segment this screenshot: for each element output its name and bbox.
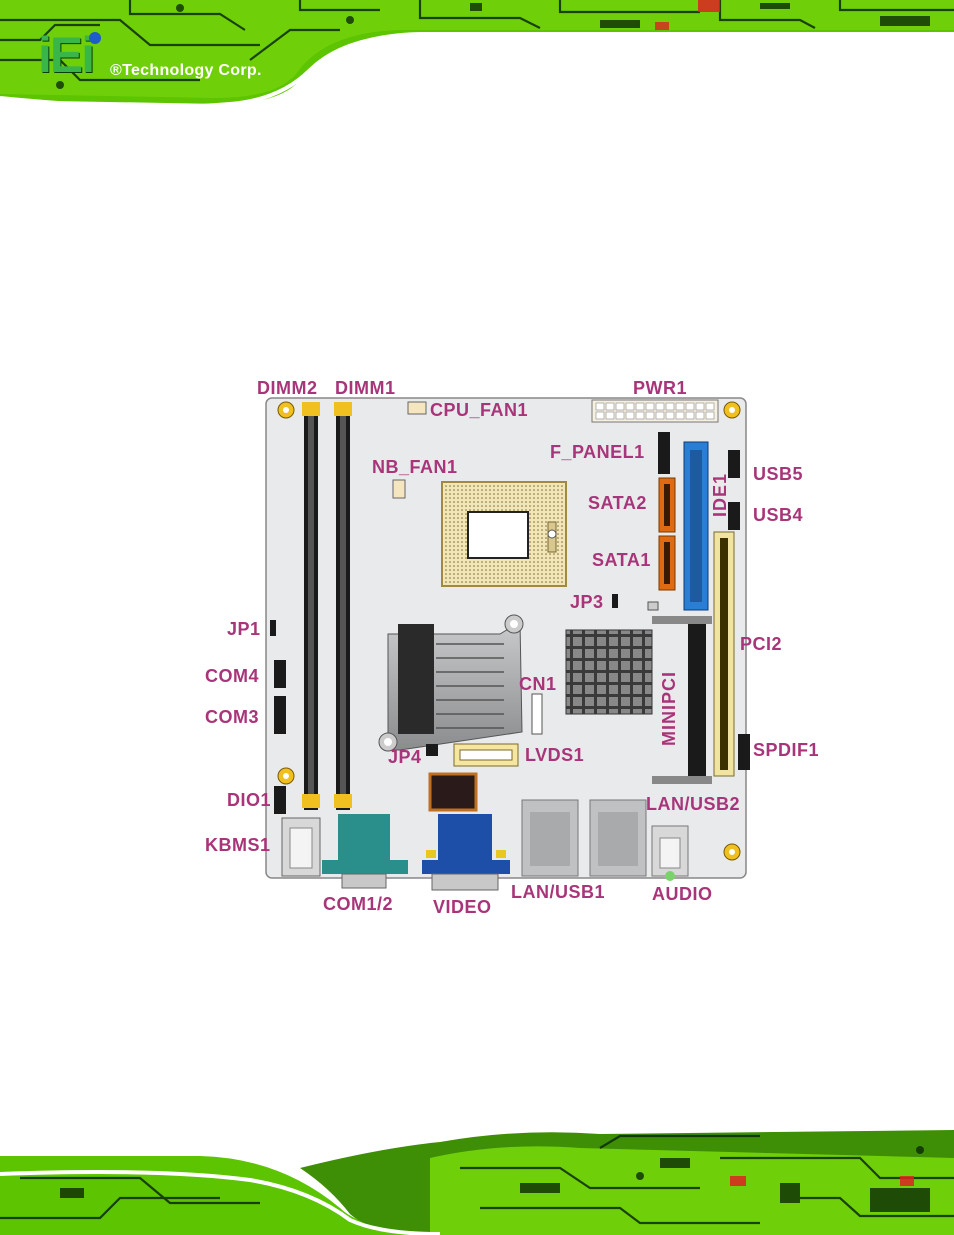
logo-dot-icon [89,32,101,44]
label-audio: AUDIO [652,884,713,904]
jp1-jumper [270,620,276,636]
jp4-jumper [426,744,438,756]
footer-background [0,1128,954,1235]
label-cn1: CN1 [519,674,557,694]
company-name: ®Technology Corp. [110,62,262,79]
cn1-connector [531,693,543,735]
dio1-header [274,786,286,814]
label-video: VIDEO [433,897,492,917]
label-com4: COM4 [205,666,260,686]
header-banner: iEi ®Technology Corp. [0,0,954,112]
kbms1-connector [281,817,321,877]
southbridge-heatsink [565,629,653,715]
pci2-slot [713,531,735,777]
motherboard-illustration [265,397,750,891]
mounting-holes [277,401,741,861]
usb5-header [728,450,740,478]
f-panel1-header [658,432,670,474]
sata1-connector [658,535,676,591]
minipci-slot [652,616,712,784]
label-usb4: USB4 [753,505,804,525]
label-minipci: MINIPCI [659,670,679,746]
logo-mark: iEi [38,27,95,83]
company-logo: iEi ®Technology Corp. [38,30,308,82]
com4-header [274,660,286,688]
label-dimm1: DIMM1 [335,378,396,398]
label-ide1: IDE1 [710,472,730,517]
label-lvds1: LVDS1 [525,745,585,765]
label-pwr1: PWR1 [633,378,688,398]
label-jp1: JP1 [227,619,261,639]
label-sata1: SATA1 [592,550,651,570]
spdif1-header [738,734,750,770]
ic-chip [428,772,478,812]
label-lan-usb1: LAN/USB1 [511,882,606,902]
label-cpu-fan1: CPU_FAN1 [430,400,529,420]
label-spdif1: SPDIF1 [753,740,820,760]
cpu-fan-connector [407,401,427,415]
label-dimm2: DIMM2 [257,378,318,398]
usb4-header [728,502,740,530]
dimm1-slot [334,402,352,810]
nb-fan-connector [392,479,406,499]
label-dio1: DIO1 [227,790,272,810]
jp3-jumper [612,594,618,608]
com1-2-port [322,814,408,889]
label-lan-usb2: LAN/USB2 [646,794,741,814]
label-kbms1: KBMS1 [205,835,271,855]
small-chip [647,601,659,611]
label-usb5: USB5 [753,464,804,484]
pwr1-connector [591,399,719,423]
cpu-socket [441,481,567,587]
label-com1-2: COM1/2 [323,894,394,914]
audio-jack [651,825,689,881]
header-background [0,0,954,112]
northbridge-heatsink [378,614,524,752]
label-f-panel1: F_PANEL1 [550,442,645,462]
label-nb-fan1: NB_FAN1 [372,457,458,477]
com3-header [274,696,286,734]
label-sata2: SATA2 [588,493,647,513]
motherboard-layout-diagram: DIMM2 DIMM1 CPU_FAN1 PWR1 NB_FAN1 F_PANE… [200,372,840,932]
lvds1-connector [453,743,519,767]
video-port [422,814,510,891]
sata2-connector [658,477,676,533]
label-jp4: JP4 [388,747,422,767]
ide1-connector [683,441,709,611]
footer-banner [0,1128,954,1235]
label-com3: COM3 [205,707,260,727]
label-pci2: PCI2 [740,634,783,654]
label-jp3: JP3 [570,592,604,612]
dimm2-slot [302,402,320,810]
